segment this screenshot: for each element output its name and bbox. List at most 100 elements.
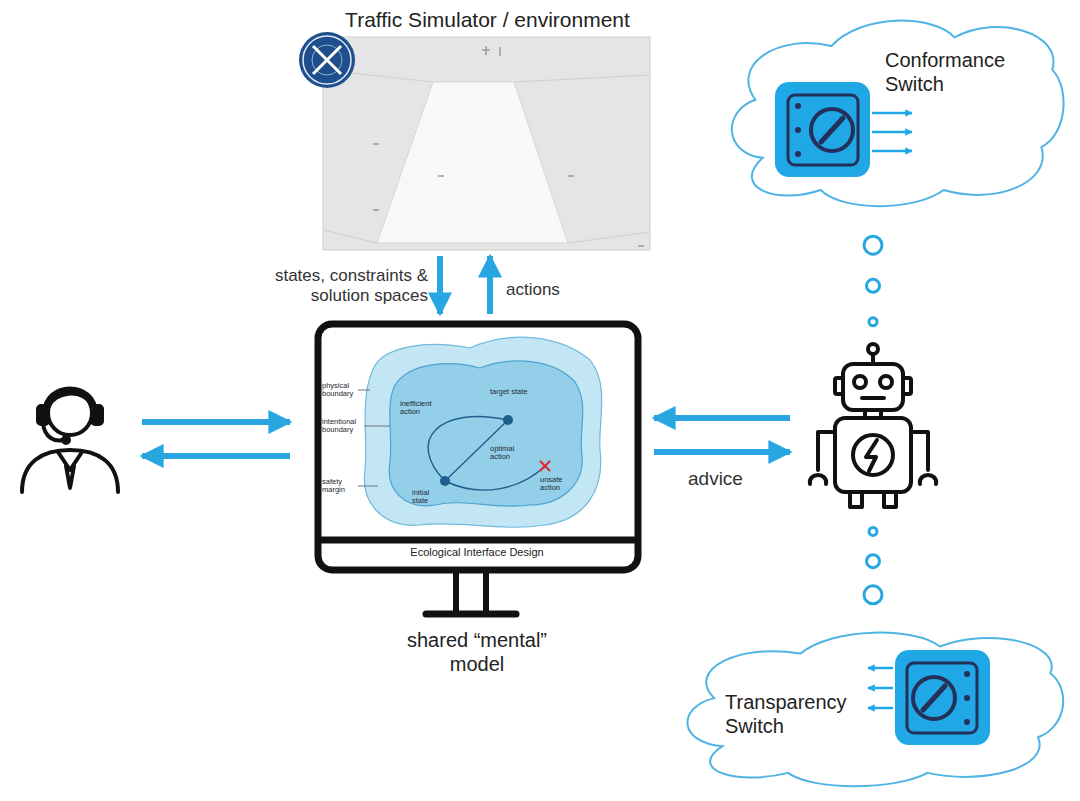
text-slot: physical boundary (322, 382, 358, 399)
operator-icon (66, 466, 74, 488)
annotation-label: initial state (412, 489, 446, 506)
robot-icon (810, 475, 826, 484)
operator (15, 378, 130, 494)
robot-icon (903, 378, 911, 394)
thought-bubble (867, 279, 880, 292)
robot-icon (818, 432, 835, 470)
simulator-logo (313, 46, 341, 74)
text-slot: safety margin (322, 478, 358, 495)
thought-bubble (869, 527, 877, 535)
robot-icon (911, 432, 928, 470)
annotation-label: inefficient action (400, 400, 440, 417)
simulator-logo (299, 32, 355, 88)
text-slot: advice (688, 468, 778, 491)
switch-icon (872, 150, 912, 153)
cloud-outline (687, 633, 1063, 787)
solution-space-sketch (358, 486, 378, 487)
simulator-panel: Traffic Simulator / environment (300, 3, 675, 250)
thought-bubbles (864, 222, 882, 338)
switch-icon (964, 695, 970, 701)
text-slot: unsafe action (540, 476, 580, 493)
switch-icon (964, 671, 970, 677)
solution-space-sketch (503, 415, 513, 425)
thought-bubble (864, 236, 882, 254)
switch-icon (923, 686, 945, 710)
arrow-line (487, 256, 493, 314)
switch-icon (775, 82, 912, 177)
edge-label: states, constraints & solution spaces (250, 266, 428, 307)
simulator-screenshot (438, 175, 444, 177)
solution-space-sketch (358, 390, 390, 486)
switch-icon (895, 650, 990, 745)
simulator-logo (313, 46, 341, 74)
flow-arrow (654, 418, 790, 419)
operator-icon (48, 391, 92, 435)
operator-icon (92, 406, 102, 424)
monitor (426, 611, 516, 618)
cloud-outline (732, 21, 1064, 207)
monitor (321, 537, 635, 544)
operator-icon (58, 452, 82, 470)
flow-arrow (440, 256, 441, 314)
text-slot: target state (490, 388, 530, 396)
solution-space-sketch (540, 461, 550, 471)
simulator-screenshot (323, 37, 650, 250)
node-label: Ecological Interface Design (318, 546, 636, 559)
solution-space-sketch (540, 461, 550, 471)
ai-agent (802, 342, 944, 514)
annotation-label: safety margin (322, 478, 358, 495)
thought-bubble (864, 586, 882, 604)
monitor (453, 572, 459, 612)
thought-cloud: Transparency Switch (665, 618, 1075, 796)
simulator-screenshot (323, 70, 650, 243)
edge-label: advice (688, 468, 778, 491)
monitor (318, 324, 638, 614)
simulator-screenshot (377, 82, 568, 243)
robot-icon (835, 418, 911, 492)
solution-space-sketch (540, 461, 550, 471)
simulator-screenshot (568, 232, 650, 243)
text-slot: states, constraints & solution spaces (250, 266, 428, 307)
operator-icon (43, 424, 63, 440)
text-slot: Conformance Switch (885, 48, 1035, 96)
arrow-line (654, 449, 790, 455)
switch-icon (913, 677, 955, 719)
arrow-line (654, 415, 790, 421)
switch-icon (811, 109, 853, 151)
switch-icon (868, 687, 893, 690)
edge-label: actions (506, 280, 596, 300)
simulator-logo (312, 45, 342, 75)
switch-icon (907, 663, 977, 733)
switch-icon (788, 95, 858, 165)
switch-icon (868, 707, 893, 710)
switch-icon (868, 667, 893, 670)
robot-icon (862, 396, 884, 400)
simulator-screenshot (514, 75, 650, 82)
text-slot: Transparency Switch (725, 690, 875, 738)
text-slot: intentional boundary (322, 418, 364, 435)
robot-icon (854, 376, 866, 388)
robot-icon (843, 364, 903, 410)
annotation-label: intentional boundary (322, 418, 364, 435)
caption-text: shared “mental” model (397, 628, 557, 676)
flow-arrow (654, 452, 790, 453)
simulator-logo (299, 32, 355, 88)
arrow-line (142, 453, 290, 459)
text-slot: optimal action (490, 445, 530, 462)
robot-icon (850, 492, 862, 507)
solution-space-sketch (364, 337, 601, 527)
simulator-screenshot (323, 230, 377, 243)
monitor (483, 572, 489, 612)
node-label: Traffic Simulator / environment (300, 7, 675, 32)
display-monitor: Ecological Interface Design shared “menta… (312, 320, 642, 685)
simulator-screenshot (373, 143, 379, 145)
robot-icon (866, 440, 877, 471)
text-slot: Traffic Simulator / environment (300, 7, 675, 32)
solution-space-sketch (358, 390, 370, 391)
simulator-screenshot (499, 47, 501, 56)
switch-icon (795, 151, 801, 157)
flow-arrow (142, 422, 290, 423)
switch-icon (872, 131, 912, 134)
